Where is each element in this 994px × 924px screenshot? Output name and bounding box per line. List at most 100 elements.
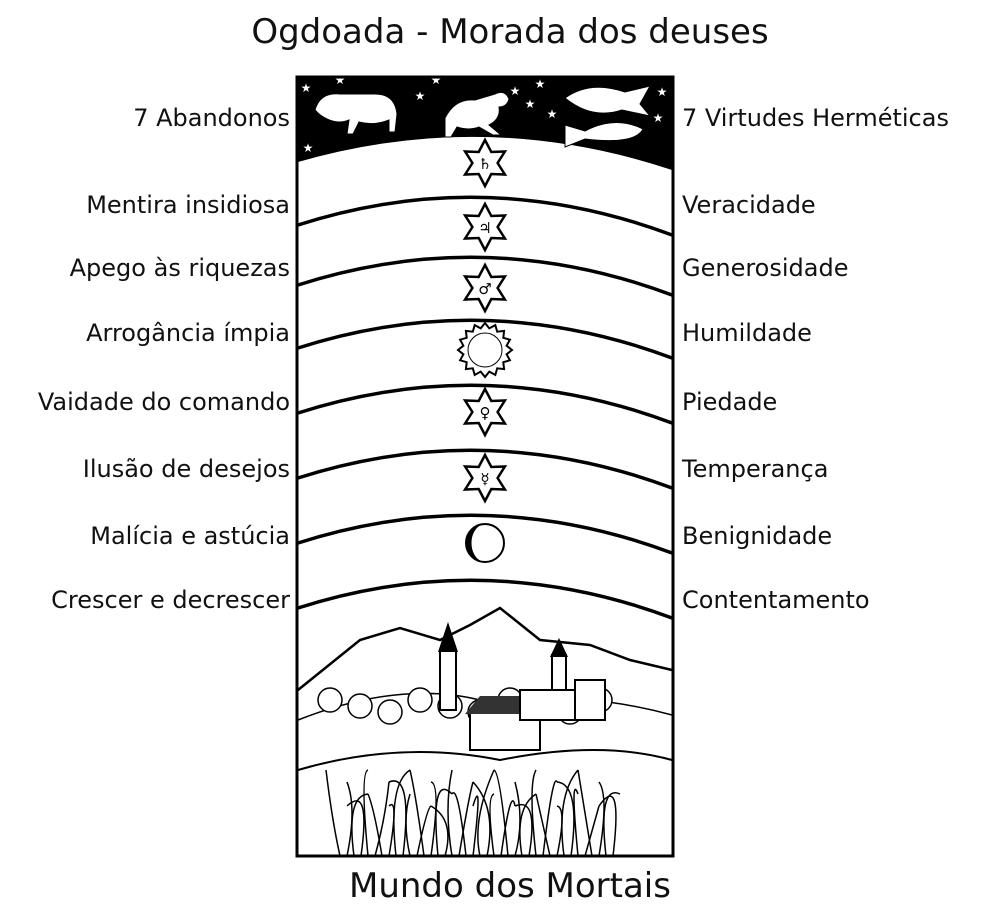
jupiter-star-icon <box>462 201 508 253</box>
star-icon: ★ <box>415 89 426 103</box>
star-icon: ★ <box>525 97 536 111</box>
grass-blade <box>416 805 432 857</box>
grass-blade <box>409 769 425 857</box>
right-label: Contentamento <box>682 586 870 614</box>
grass-blade <box>458 781 474 857</box>
star-icon: ★ <box>510 84 521 98</box>
left-label: Vaidade do comando <box>37 388 290 416</box>
left-label: Apego às riquezas <box>69 254 290 282</box>
grass-blade <box>393 769 411 857</box>
grass-blade <box>472 781 491 857</box>
grass-blade <box>603 792 621 857</box>
grass-blade <box>531 769 537 857</box>
sphere-arc <box>297 513 673 555</box>
tree-icon <box>317 687 343 713</box>
right-label: Veracidade <box>682 191 816 219</box>
mountains <box>297 606 673 691</box>
left-label: Ilusão de desejos <box>82 455 290 483</box>
grass-blade <box>500 800 516 857</box>
grass-blade <box>363 769 369 857</box>
left-label: Arrogância ímpia <box>86 319 290 347</box>
venus-symbol: ♀ <box>480 404 491 422</box>
sphere-arc <box>297 255 673 297</box>
moon-shadow <box>468 525 481 561</box>
foreground-hill <box>297 749 673 771</box>
sphere-arc <box>297 448 673 490</box>
grass-blade <box>598 795 617 857</box>
grass-blade <box>374 781 390 857</box>
star-icon: ★ <box>653 111 664 125</box>
star-icon: ★ <box>301 81 312 95</box>
sphere-arc <box>297 318 673 360</box>
title-top: Ogdoada - Morada dos deuses <box>251 12 769 52</box>
jupiter-symbol: ♃ <box>478 219 491 237</box>
pisces-fish-icon <box>564 85 652 117</box>
mars-star-icon <box>462 262 508 314</box>
grass-blade <box>489 793 495 857</box>
grass-blade <box>388 780 407 857</box>
grass-blade <box>430 781 437 857</box>
star-icon: ★ <box>657 85 668 99</box>
grass-blade <box>477 769 495 857</box>
star-icon: ★ <box>547 107 558 121</box>
mercury-star-icon <box>462 452 508 504</box>
grass-blade <box>535 793 551 857</box>
grass-blade <box>514 803 533 857</box>
sphere-arc <box>297 578 673 620</box>
grass-blade <box>584 805 600 857</box>
grass-blade <box>388 803 395 857</box>
star-icon: ★ <box>535 77 546 91</box>
grass-blade <box>598 781 605 857</box>
tree-icon <box>377 699 403 725</box>
grass-blade <box>556 781 575 857</box>
aries-icon <box>444 91 510 138</box>
saturn-symbol: ♄ <box>478 155 491 173</box>
right-label: Generosidade <box>682 254 849 282</box>
right-header: 7 Virtudes Herméticas <box>682 104 949 132</box>
grass-blade <box>346 800 365 857</box>
grass-blade <box>367 793 383 857</box>
right-label: Piedade <box>682 388 778 416</box>
church-spire <box>438 622 458 652</box>
grass-blade <box>451 792 467 857</box>
left-label: Malícia e astúcia <box>90 522 290 550</box>
tree-icon <box>347 693 373 719</box>
church-tower <box>439 649 457 711</box>
left-header: 7 Abandonos <box>133 104 290 132</box>
house <box>519 689 581 721</box>
star-icon: ★ <box>303 141 314 155</box>
tower-roof <box>550 638 568 657</box>
tree-icon <box>407 687 433 713</box>
grass-blade <box>405 793 411 857</box>
title-bottom: Mundo dos Mortais <box>349 866 671 906</box>
right-label: Temperança <box>682 455 829 483</box>
left-label: Mentira insidiosa <box>86 191 290 219</box>
grass-blade <box>447 769 453 857</box>
frame <box>295 75 675 858</box>
grass-blade <box>573 788 579 857</box>
mars-symbol: ♂ <box>478 280 491 298</box>
grass-blade <box>577 769 593 857</box>
saturn-star-icon <box>462 137 508 189</box>
grass-blade <box>514 781 521 857</box>
taurus-icon <box>314 93 398 135</box>
grass-blade <box>561 769 579 857</box>
left-label: Crescer e decrescer <box>51 586 290 614</box>
venus-star-icon <box>462 386 508 438</box>
right-label: Benignidade <box>682 522 833 550</box>
sphere-arc <box>297 195 673 237</box>
star-icon: ★ <box>335 73 346 87</box>
right-label: Humildade <box>682 319 812 347</box>
grass-blade <box>493 769 509 857</box>
mercury-symbol: ☿ <box>480 470 489 488</box>
sphere-arc <box>297 383 673 425</box>
pisces-fish-icon <box>564 122 644 148</box>
grass-blade <box>472 795 479 857</box>
star-icon: ★ <box>431 73 442 87</box>
grass-blade <box>325 769 341 857</box>
house <box>574 679 606 721</box>
grass-blade <box>435 788 453 857</box>
grass-blade <box>346 781 353 857</box>
